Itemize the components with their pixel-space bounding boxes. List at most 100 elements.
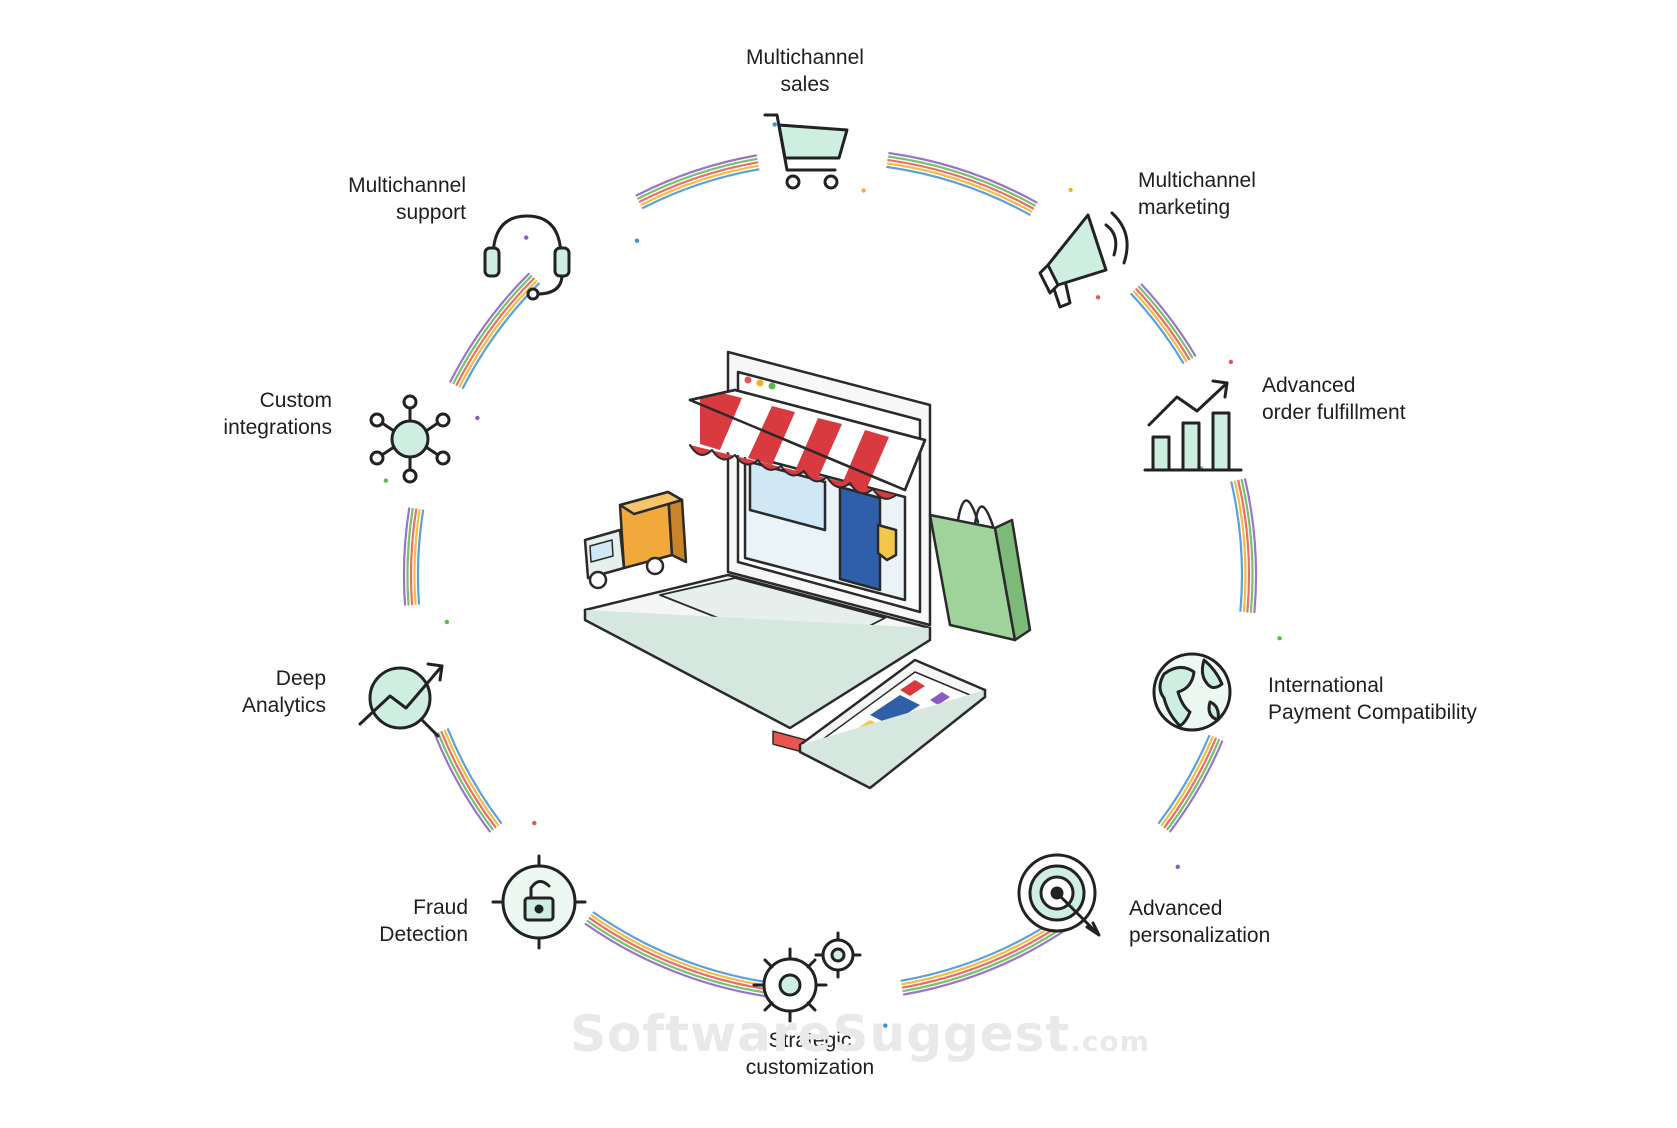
accent-dot <box>883 1023 888 1028</box>
label-line: Custom <box>259 389 332 412</box>
ring-arc-stroke <box>1130 292 1185 364</box>
laptop-storefront-illustration <box>583 350 1032 790</box>
ring-arc-stroke <box>1240 478 1254 613</box>
ring-arc-stroke <box>1233 480 1247 613</box>
accent-dot <box>1228 359 1234 365</box>
accent-dot <box>1277 636 1282 641</box>
watermark-suffix: .com <box>1070 1025 1150 1058</box>
browser-dot-red <box>744 376 752 384</box>
watermark: SoftwareSuggest.com <box>570 1005 1150 1063</box>
shop-door <box>838 485 882 592</box>
network-hub-icon <box>369 394 451 484</box>
ring-arc-stroke <box>886 162 1033 213</box>
ring-arc-stroke <box>446 728 503 824</box>
megaphone-icon <box>1038 211 1129 309</box>
label-custom-integrations: Custom integrations <box>176 387 332 441</box>
ring-arc-stroke <box>1132 290 1188 363</box>
smartphone <box>798 658 987 790</box>
ring-arc-stroke <box>1244 478 1258 614</box>
label-line: sales <box>780 73 830 96</box>
ring-arc-stroke <box>461 282 540 390</box>
label-line: Multichannel <box>746 46 864 69</box>
ring-arc-stroke <box>440 730 497 829</box>
label-line: Fraud <box>413 896 468 919</box>
ring-arc-stroke <box>443 729 500 827</box>
ring-arc-stroke <box>1157 734 1211 824</box>
ring-arc-stroke <box>592 911 774 985</box>
ring-arc-stroke <box>433 733 491 833</box>
ring-arc-stroke <box>409 508 418 606</box>
ring-arc-stroke <box>1166 739 1220 831</box>
ring-arc-stroke <box>1137 285 1194 359</box>
ring-arc-stroke <box>416 509 425 605</box>
label-line: personalization <box>1129 924 1271 947</box>
accent-dot <box>1175 864 1181 869</box>
gears-icon <box>752 931 862 1023</box>
shop-window <box>748 460 827 532</box>
label-deep-analytics: Deep Analytics <box>196 665 326 719</box>
ring-arc-stroke <box>402 507 411 606</box>
ring-arc-stroke <box>590 914 774 988</box>
shopping-cart-icon <box>763 113 849 190</box>
ring-arc-stroke <box>413 508 421 606</box>
ring-arc-stroke <box>1135 288 1191 361</box>
label-line: support <box>395 201 466 224</box>
target-icon <box>1017 853 1101 937</box>
ring-arc-stroke <box>637 157 758 200</box>
watermark-main: SoftwareSuggest <box>570 1005 1071 1063</box>
ring-arc-stroke <box>452 275 533 385</box>
ring-arc-stroke <box>406 507 414 606</box>
bar-chart-growth-icon <box>1143 379 1243 472</box>
label-advanced-order-fulfillment: Advanced order fulfillment <box>1262 372 1406 426</box>
label-line: integrations <box>223 416 332 439</box>
label-line: Payment Compatibility <box>1268 701 1477 724</box>
rainbow-ring <box>402 152 1258 998</box>
ring-arc-stroke <box>1230 481 1244 612</box>
label-line: customization <box>745 1056 875 1079</box>
ring-arc-stroke <box>588 917 773 991</box>
label-line: International <box>1268 674 1384 697</box>
ring-arc-stroke <box>1140 283 1197 357</box>
ring-arc-stroke <box>638 161 759 203</box>
ring-arc-stroke <box>584 922 772 998</box>
accent-dot <box>532 820 537 826</box>
label-multichannel-support: Multichannel support <box>310 172 466 226</box>
label-strategic-customization: Strategic customization <box>725 1027 895 1081</box>
label-advanced-personalization: Advanced personalization <box>1129 895 1270 949</box>
ring-arc-stroke <box>902 922 1076 996</box>
accent-dot <box>444 619 450 625</box>
headset-icon <box>483 214 571 301</box>
accent-dot <box>861 188 866 193</box>
label-line: marketing <box>1138 196 1231 219</box>
shopping-bag <box>928 499 1032 642</box>
ring-arc-stroke <box>887 159 1035 210</box>
label-line: Multichannel <box>348 174 466 197</box>
label-line: Analytics <box>241 694 326 717</box>
label-multichannel-marketing: Multichannel marketing <box>1138 167 1256 221</box>
ring-arc-stroke <box>888 152 1038 204</box>
price-tag <box>876 523 898 562</box>
ring-arc-stroke <box>1160 736 1214 827</box>
ring-arc-stroke <box>586 920 773 995</box>
browser-dot-green <box>768 382 776 390</box>
unlock-icon <box>491 854 587 950</box>
ring-arc-stroke <box>641 168 760 209</box>
ring-arc-stroke <box>887 155 1036 207</box>
label-line: Advanced <box>1129 897 1223 920</box>
analytics-magnifier-icon <box>358 662 444 738</box>
label-line: Multichannel <box>1138 169 1256 192</box>
label-line: Advanced <box>1262 374 1356 397</box>
label-line: order fulfillment <box>1262 401 1406 424</box>
accent-dot <box>772 122 777 127</box>
accent-dot <box>634 238 640 243</box>
ring-arc-stroke <box>455 277 535 386</box>
ring-arc-stroke <box>458 280 538 388</box>
accent-dot <box>524 235 529 240</box>
accent-dot <box>383 478 389 483</box>
accent-dot <box>475 415 480 421</box>
label-line: Detection <box>379 923 468 946</box>
ring-arc-stroke <box>1237 479 1251 613</box>
ring-arc-stroke <box>1169 740 1224 833</box>
